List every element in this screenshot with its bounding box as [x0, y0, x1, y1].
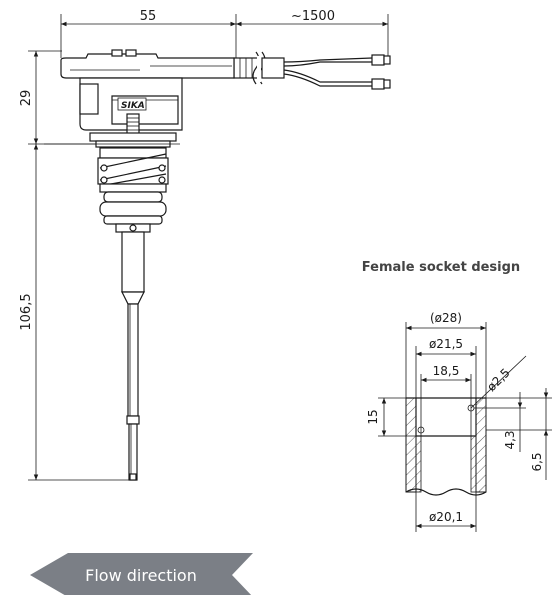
thread-body: [99, 191, 167, 233]
probe-stem: [121, 231, 145, 481]
dim-cable-length: ~1500: [236, 9, 389, 58]
socket-title: Female socket design: [362, 260, 520, 275]
socket-view: Female socket design (ø28): [362, 260, 552, 532]
spring-section: [97, 147, 169, 193]
dim-hole-dia-label: ø2,5: [484, 366, 513, 395]
dim-inner-dia: ø21,5: [415, 337, 477, 398]
dim-probe-length: 106,5: [19, 144, 130, 481]
screw-terminal: [126, 113, 140, 135]
dim-hole-pos: 4,3 6,5: [474, 388, 552, 480]
dim-thread-depth-label: 15: [366, 409, 380, 424]
flange-plate: [44, 132, 180, 148]
dim-top-width: 55: [60, 9, 237, 60]
dim-hole-offset-label: 6,5: [530, 452, 544, 471]
dim-hole-dia: ø2,5: [470, 355, 527, 409]
dim-thread-width-label: 18,5: [433, 364, 460, 378]
dim-thread-depth: 15: [366, 397, 416, 437]
dim-hole-pos-label: 4,3: [503, 430, 517, 449]
dim-outer-dia: (ø28): [405, 311, 487, 398]
flow-direction-arrow: Flow direction: [30, 553, 253, 595]
dim-outer-dia-label: (ø28): [430, 311, 462, 325]
sensor-view: 55 ~1500 29 106,5: [19, 9, 391, 481]
logo-text: SIKA: [121, 101, 145, 111]
flow-direction-label: Flow direction: [85, 566, 197, 585]
dim-inner-dia-label: ø21,5: [429, 337, 463, 351]
dim-bore-dia-label: ø20,1: [429, 510, 463, 524]
dim-cable-length-label: ~1500: [291, 9, 335, 24]
cable: [233, 51, 391, 90]
dim-thread-width: 18,5: [420, 364, 472, 398]
dim-top-width-label: 55: [140, 9, 157, 24]
dim-probe-length-label: 106,5: [19, 293, 34, 330]
dim-head-height-label: 29: [19, 90, 34, 107]
socket-body: [405, 397, 487, 496]
dim-bore-dia: ø20,1: [415, 436, 477, 532]
housing-head: SIKA: [60, 49, 235, 131]
